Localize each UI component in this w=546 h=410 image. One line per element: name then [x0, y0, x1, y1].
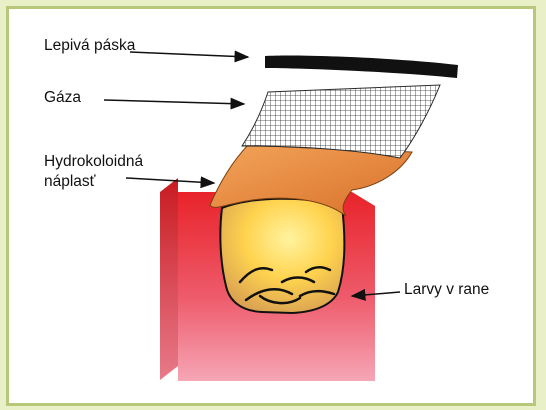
gauze-arrow [104, 100, 244, 104]
label-tape: Lepivá páska [44, 36, 135, 55]
wound-shape [220, 199, 344, 313]
tape-arrow [130, 52, 248, 57]
hydrocolloid-arrow [126, 178, 214, 183]
label-larvae: Larvy v rane [404, 280, 489, 299]
label-hydrocolloid-line1: Hydrokoloidná [44, 152, 143, 171]
label-gauze: Gáza [44, 88, 81, 107]
wound-cavity [220, 199, 344, 313]
label-hydrocolloid-line2: náplasť [44, 172, 96, 191]
adhesive-tape [265, 55, 458, 78]
tissue-side-face [160, 178, 178, 380]
